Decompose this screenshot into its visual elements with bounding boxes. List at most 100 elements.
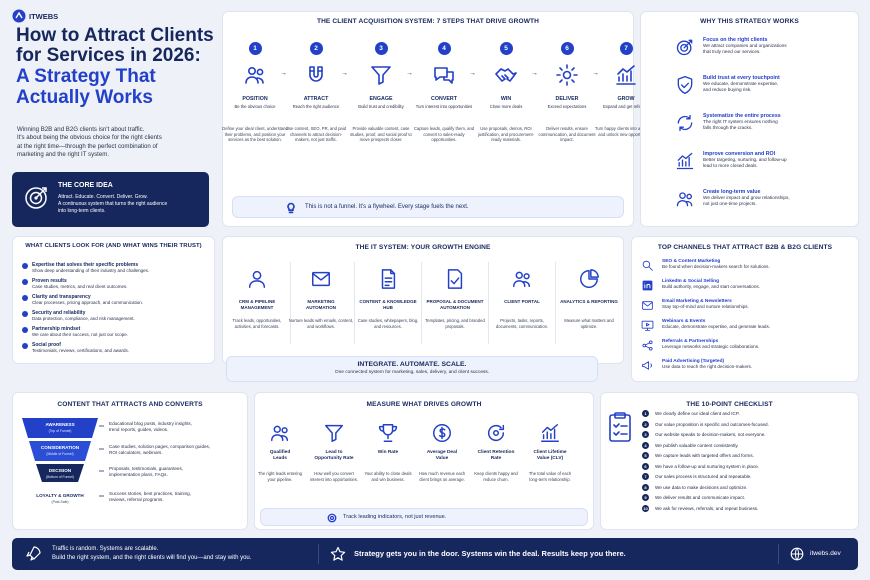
footer-website-link[interactable]: itwebs.dev xyxy=(810,550,841,557)
target-icon xyxy=(675,37,695,57)
look-item: Expertise that solves their specific pro… xyxy=(22,262,149,274)
target-icon xyxy=(25,187,47,209)
checklist-item: 1 We clearly define our ideal client and… xyxy=(642,410,740,417)
funnel-stage-sub: (Post-Sale) xyxy=(52,500,69,504)
checklist-item: 3 Our website speaks to decision-makers,… xyxy=(642,431,766,438)
why-item-title: Systematize the entire process xyxy=(703,113,781,119)
clipboard-icon xyxy=(609,412,631,442)
content-stage-desc: Case studies, solution pages, comparison… xyxy=(109,444,249,456)
footer-tagline: Strategy gets you in the door. Systems w… xyxy=(354,549,626,558)
step-description: Use content, SEO, PR, and paid channels … xyxy=(285,126,347,143)
looks-panel: WHAT CLIENTS LOOK FOR (AND WHAT WINS THE… xyxy=(12,236,215,364)
content-stage-desc: Success stories, best practices, trainin… xyxy=(109,491,249,503)
look-item-title: Expertise that solves their specific pro… xyxy=(32,262,139,268)
look-item-desc: Data protection, compliance, and risk ma… xyxy=(32,316,135,321)
client-portal-icon xyxy=(511,268,533,290)
step-title: ATTRACT xyxy=(303,96,329,102)
checklist-item: 8 We use data to make decisions and opti… xyxy=(642,483,747,491)
why-item-desc: The right IT system ensures nothing xyxy=(703,119,778,124)
step-subtitle: Turn interest into opportunities xyxy=(415,104,473,109)
checklist-text: We capture leads with targeted offers an… xyxy=(655,453,754,458)
look-item-desc: Show deep understanding of their industr… xyxy=(32,268,150,273)
footer-line: Build the right system, and the right cl… xyxy=(52,555,252,561)
step-subtitle: Exceed expectations xyxy=(547,104,587,109)
checklist-number: 1 xyxy=(642,410,649,417)
headline-line-1: How to Attract Clients xyxy=(16,25,214,46)
look-item-desc: Case studies, metrics, and real client o… xyxy=(32,284,128,289)
why-item: Improve conversion and ROI Better target… xyxy=(675,151,855,171)
it-system-item-desc: Case studies, whitepapers, blog, and res… xyxy=(357,318,419,329)
step-number: 1 xyxy=(248,42,262,55)
channel-item: LinkedIn & Social Selling Build authorit… xyxy=(641,279,851,292)
qualified-leads-icon xyxy=(269,422,291,444)
step-win: 5 WIN Close more deals Use proposals, de… xyxy=(473,42,539,143)
checklist-number: 2 xyxy=(642,420,649,428)
metric-title: Average Deal xyxy=(426,450,458,455)
metric-title: Qualified xyxy=(269,450,291,455)
funnel-stage-label: DECISION xyxy=(49,468,72,473)
channel-desc: Build authority, engage, and start conve… xyxy=(662,284,760,289)
why-item: Create long-term value We deliver impact… xyxy=(675,189,855,209)
content-stage-line: trend reports, guides, videos. xyxy=(109,426,169,432)
channel-desc: Educate, demonstrate expertise, and gene… xyxy=(662,324,771,329)
integrate-sub: One connected system for marketing, sale… xyxy=(334,370,490,375)
headline-line-3: A Strategy That xyxy=(16,66,156,87)
lightbulb-icon xyxy=(287,202,295,214)
checkmark-icon xyxy=(22,343,28,349)
it-system-item-desc: Track leads, opportunities, activities, … xyxy=(232,318,282,329)
content-stage-line: implementation plans, FAQs. xyxy=(109,471,168,477)
it-system-item-title: HUB xyxy=(383,305,393,310)
step-description: Provide valuable content, case studies, … xyxy=(350,126,412,143)
checklist-item: 6 We have a follow-up and nurturing syst… xyxy=(642,462,759,470)
channel-desc: Be found when decision-makers search for… xyxy=(662,264,770,269)
step-subtitle: Expand and get referrals xyxy=(603,104,649,109)
funnel-decision xyxy=(36,464,84,482)
gear-icon xyxy=(555,63,579,87)
rocket-icon xyxy=(26,546,41,561)
checklist-text: Our value proposition is specific and ou… xyxy=(655,421,769,427)
arrow-right-icon: → xyxy=(592,70,599,77)
trophy-icon xyxy=(377,422,399,444)
why-item-desc: falls through the cracks. xyxy=(703,124,753,130)
linkedin-icon xyxy=(641,279,654,292)
it-system-item: CLIENT PORTAL Projects, tasks, reports, … xyxy=(489,268,555,329)
pie-chart-icon xyxy=(578,268,600,290)
document-icon xyxy=(377,268,399,290)
metric-title: Value xyxy=(435,456,449,462)
it-system-item-title: MANAGEMENT xyxy=(240,305,274,310)
arrow-right-icon: → xyxy=(406,70,413,77)
step-engage: 3 ENGAGE Build trust and credibility Pro… xyxy=(348,42,414,143)
integrate-banner: INTEGRATE. AUTOMATE. SCALE. One connecte… xyxy=(226,356,598,382)
channel-desc: Use data to reach the right decision-mak… xyxy=(662,364,753,369)
users-icon xyxy=(243,63,267,87)
intro-line: marketing and the right IT system. xyxy=(17,150,110,158)
core-idea-title: THE CORE IDEA xyxy=(58,182,113,189)
checklist-text: Our website speaks to decision-makers, n… xyxy=(655,432,766,437)
metric-desc: Keep clients happy and reduce churn. xyxy=(474,471,518,482)
funnel-consideration xyxy=(29,441,91,461)
step-number: 4 xyxy=(437,42,451,55)
metric-title: Value (CLV) xyxy=(536,456,564,462)
metric-title: Opportunity Rate xyxy=(314,456,354,462)
look-item-desc: We care about their success, not just ou… xyxy=(32,332,128,337)
metric-desc: How much revenue each client brings on a… xyxy=(418,471,466,482)
metric-title: Leads xyxy=(273,456,287,462)
flywheel-note-text: This is not a funnel. It's a flywheel. E… xyxy=(305,204,469,210)
checklist-number: 4 xyxy=(642,441,649,449)
checklist-text: We clearly define our ideal client and I… xyxy=(655,411,740,416)
step-description: Define your ideal client, understand the… xyxy=(222,126,288,143)
metric-desc: Your ability to close deals and win busi… xyxy=(364,471,412,482)
metric-item: Win Rate Your ability to close deals and… xyxy=(362,422,414,482)
checkmark-icon xyxy=(22,263,28,269)
funnel-stage-sub: (Top of Funnel) xyxy=(49,429,72,433)
look-item-title: Social proof xyxy=(32,342,61,348)
checklist-text: Our sales process is structured and repe… xyxy=(655,474,752,479)
megaphone-icon xyxy=(641,359,654,372)
why-item-desc: We attract companies and organizations xyxy=(703,43,787,48)
step-number: 5 xyxy=(499,42,513,55)
why-item-desc: and reduce buying risk. xyxy=(703,86,752,92)
